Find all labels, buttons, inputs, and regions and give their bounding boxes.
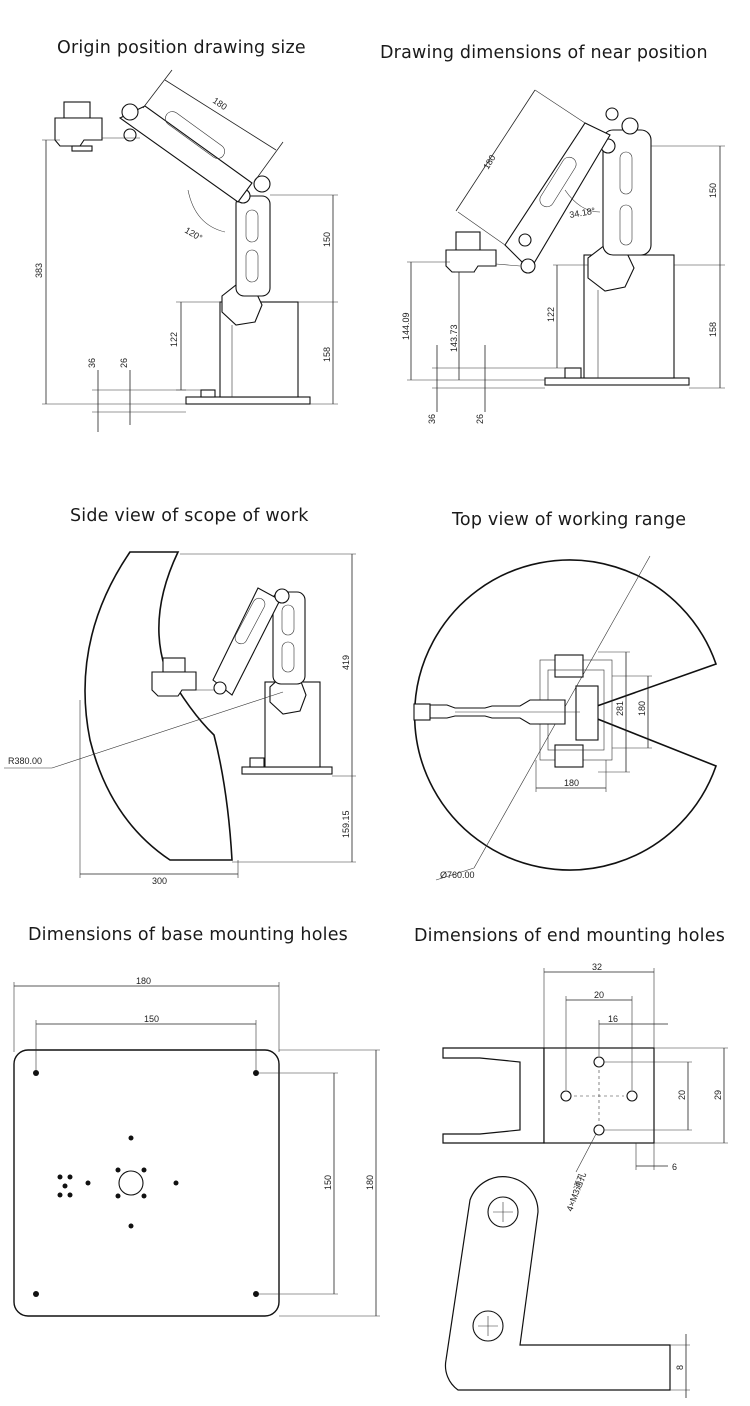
origin-b-label: 26 [119, 358, 129, 368]
top-view-drawing: Ø760.00 180 281 180 [413, 555, 718, 881]
end-d8-label: 8 [675, 1365, 685, 1370]
side-width-label: 300 [152, 876, 167, 886]
origin-upper-label: 150 [322, 232, 332, 247]
origin-total-label: 383 [34, 263, 44, 278]
top-diameter-label: Ø760.00 [440, 870, 475, 880]
end-d32-label: 32 [592, 962, 602, 972]
origin-a-label: 36 [87, 358, 97, 368]
near-h2-label: 143.73 [449, 324, 459, 352]
end-note-label: 4×M3通孔 [564, 1171, 587, 1213]
top-view-title: Top view of working range [452, 510, 687, 530]
end-v29-label: 29 [713, 1090, 723, 1100]
end-d6-label: 6 [672, 1162, 677, 1172]
end-d20-label: 20 [594, 990, 604, 1000]
origin-arm-label: 180 [211, 95, 229, 112]
origin-angle-label: 120° [183, 225, 204, 243]
near-angle-label: 34.18° [569, 206, 597, 220]
near-b-label: 26 [475, 414, 485, 424]
base-outer-w-label: 180 [136, 976, 151, 986]
side-height-label: 419 [341, 655, 351, 670]
origin-title: Origin position drawing size [57, 38, 306, 58]
origin-drawing: 180 120° 383 150 158 122 36 26 [34, 69, 338, 432]
near-base-label: 158 [708, 322, 718, 337]
base-inner-w-label: 150 [144, 1014, 159, 1024]
end-v20-label: 20 [677, 1090, 687, 1100]
near-h1-label: 144.09 [401, 312, 411, 340]
near-arm-label: 180 [481, 153, 497, 171]
top-w-label: 180 [564, 778, 579, 788]
side-lower-label: 159.15 [341, 810, 351, 838]
near-upper-label: 150 [708, 183, 718, 198]
origin-mid-label: 122 [169, 332, 179, 347]
origin-base-label: 158 [322, 347, 332, 362]
near-drawing: 180 34.18° 150 158 122 144.09 143.73 36 … [401, 89, 725, 424]
near-mid-label: 122 [546, 307, 556, 322]
base-outer-h-label: 180 [365, 1175, 375, 1190]
near-a-label: 36 [427, 414, 437, 424]
top-h1-label: 281 [615, 701, 625, 716]
end-holes-drawing: 32 20 16 20 29 6 4×M3通孔 [442, 962, 728, 1398]
end-d16-label: 16 [608, 1014, 618, 1024]
base-holes-drawing: 180 150 150 180 [13, 976, 380, 1317]
near-title: Drawing dimensions of near position [380, 43, 708, 63]
end-holes-title: Dimensions of end mounting holes [414, 926, 726, 946]
base-holes-title: Dimensions of base mounting holes [28, 925, 348, 945]
side-view-drawing: R380.00 419 159.15 300 [4, 551, 356, 886]
base-inner-h-label: 150 [323, 1175, 333, 1190]
top-h2-label: 180 [637, 701, 647, 716]
side-radius-label: R380.00 [8, 756, 42, 766]
side-title: Side view of scope of work [70, 506, 309, 526]
